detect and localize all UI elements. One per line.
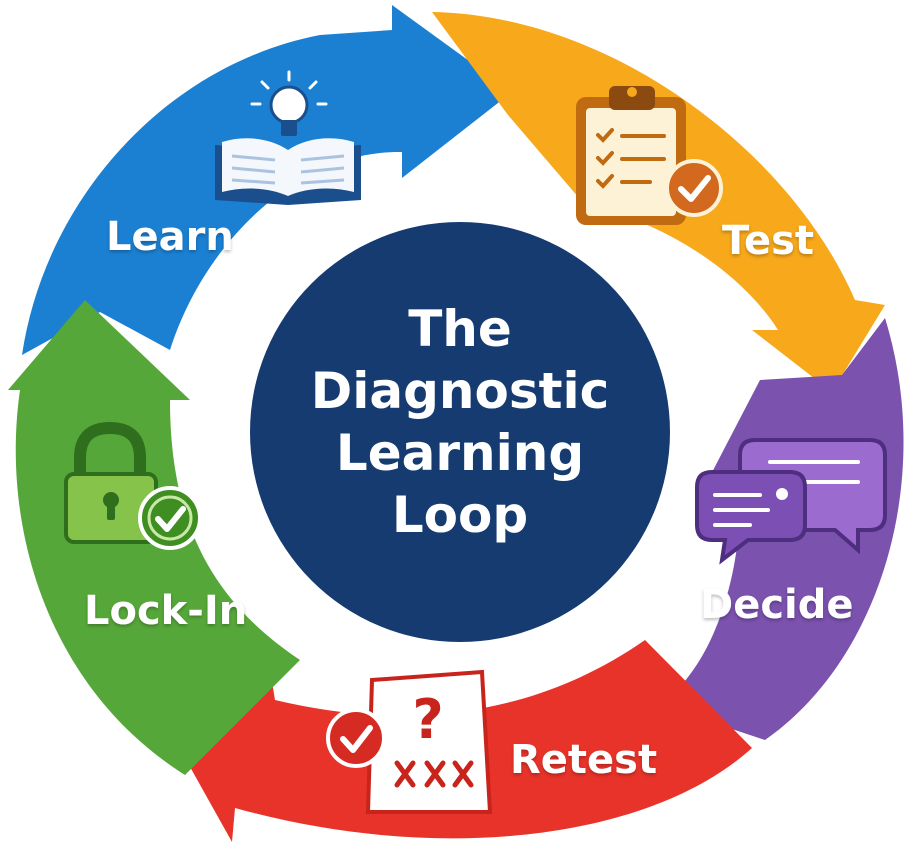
clipboard-check-icon — [576, 86, 723, 225]
stage-label-lock-in: Lock-In — [84, 588, 248, 634]
center-title-line-4: Loop — [391, 486, 529, 544]
center-title-line-1: The — [408, 300, 512, 358]
stage-label-test: Test — [722, 218, 815, 264]
stage-label-decide: Decide — [700, 582, 854, 628]
stage-label-learn: Learn — [106, 214, 234, 260]
question-paper-icon: ? — [326, 669, 493, 814]
center-title: The Diagnostic Learning Loop — [256, 298, 664, 546]
stage-label-retest: Retest — [510, 737, 658, 783]
padlock-check-icon — [64, 421, 202, 550]
center-title-line-2: Diagnostic — [310, 362, 610, 420]
center-title-line-3: Learning — [335, 424, 585, 482]
svg-text:?: ? — [412, 688, 443, 751]
book-lightbulb-icon — [215, 70, 361, 205]
speech-bubbles-icon — [695, 438, 887, 565]
center-circle — [250, 222, 670, 642]
